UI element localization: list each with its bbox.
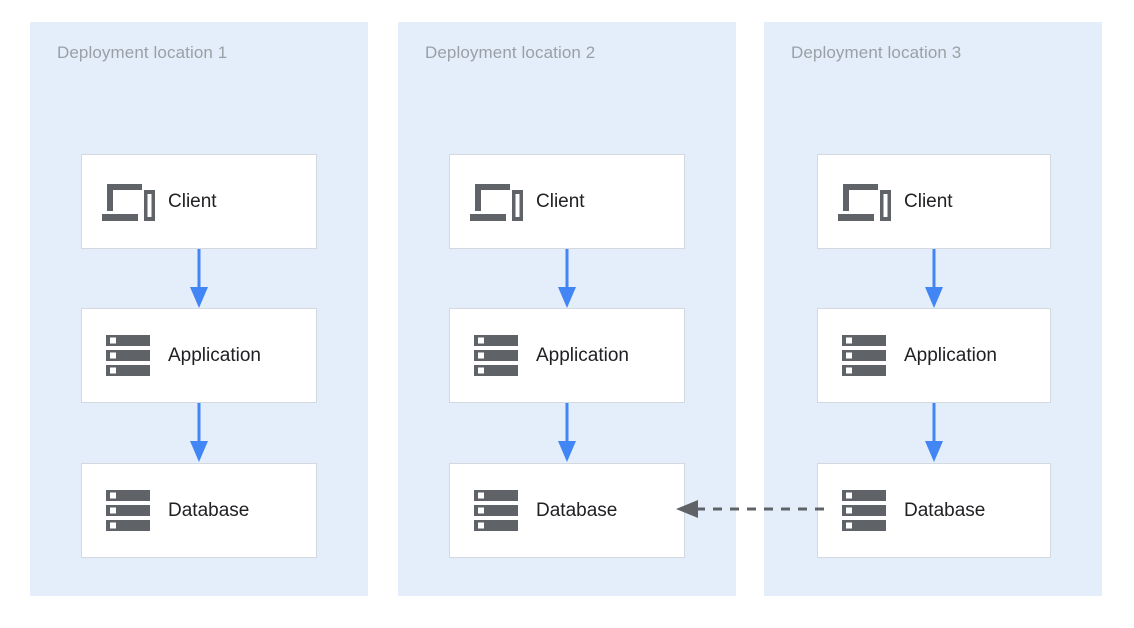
node-client-3[interactable]: Client <box>817 154 1051 249</box>
node-client-1-label: Client <box>168 190 217 212</box>
devices-icon <box>832 178 896 226</box>
node-client-2[interactable]: Client <box>449 154 685 249</box>
node-application-1-label: Application <box>168 344 261 366</box>
zone-3-title: Deployment location 3 <box>791 43 962 62</box>
node-database-1[interactable]: Database <box>81 463 317 558</box>
node-application-2-label: Application <box>536 344 629 366</box>
node-client-2-label: Client <box>536 190 585 212</box>
server-rack-icon <box>464 332 528 380</box>
connector-database3-to-database2 <box>676 498 824 520</box>
connector-client3-to-app3 <box>921 249 947 309</box>
server-rack-icon <box>832 332 896 380</box>
connector-client1-to-app1 <box>186 249 212 309</box>
server-rack-icon <box>96 332 160 380</box>
node-database-2-label: Database <box>536 499 618 521</box>
connector-app1-to-database1 <box>186 403 212 463</box>
node-client-1[interactable]: Client <box>81 154 317 249</box>
node-application-2[interactable]: Application <box>449 308 685 403</box>
node-application-3[interactable]: Application <box>817 308 1051 403</box>
node-application-3-label: Application <box>904 344 997 366</box>
connector-client2-to-app2 <box>554 249 580 309</box>
connector-app2-to-database2 <box>554 403 580 463</box>
devices-icon <box>96 178 160 226</box>
node-database-3-label: Database <box>904 499 986 521</box>
server-rack-icon <box>464 487 528 535</box>
devices-icon <box>464 178 528 226</box>
server-rack-icon <box>832 487 896 535</box>
node-application-1[interactable]: Application <box>81 308 317 403</box>
server-rack-icon <box>96 487 160 535</box>
zone-2-title: Deployment location 2 <box>425 43 596 62</box>
connector-app3-to-database3 <box>921 403 947 463</box>
node-database-1-label: Database <box>168 499 250 521</box>
node-client-3-label: Client <box>904 190 953 212</box>
node-database-2[interactable]: Database <box>449 463 685 558</box>
node-database-3[interactable]: Database <box>817 463 1051 558</box>
zone-1-title: Deployment location 1 <box>57 43 228 62</box>
